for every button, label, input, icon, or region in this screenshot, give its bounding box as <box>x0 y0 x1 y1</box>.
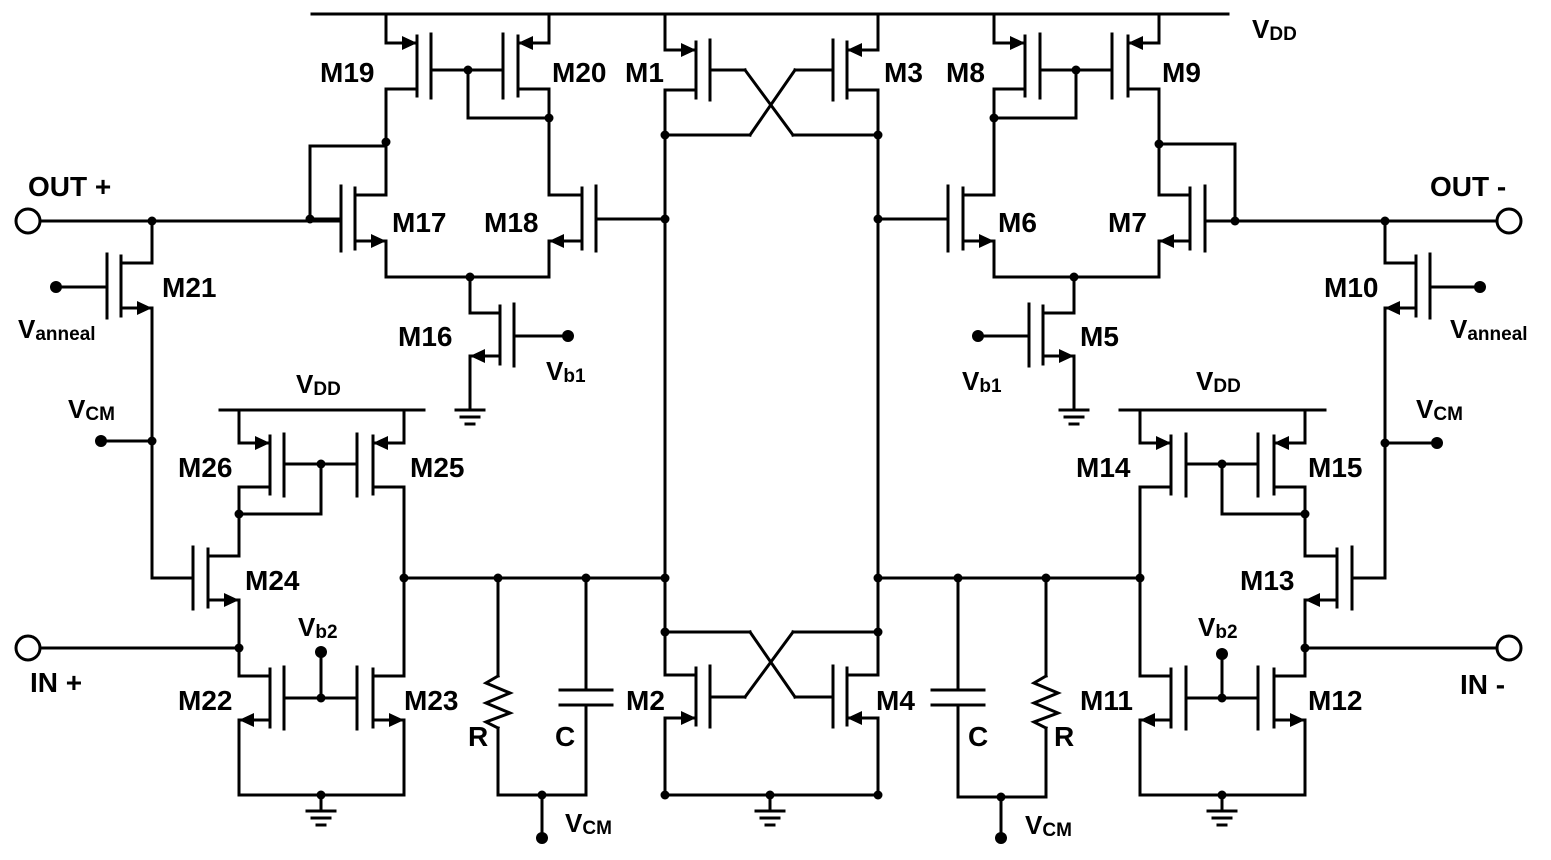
m22-transistor <box>237 665 359 797</box>
left-input-ground <box>237 793 406 827</box>
m15-transistor <box>1256 408 1307 558</box>
m26-label: M26 <box>178 452 232 483</box>
m5-transistor <box>976 275 1161 426</box>
vcm-label-bottom-right: VCM <box>1025 810 1072 841</box>
in-minus-port[interactable] <box>1495 634 1523 662</box>
capacitor-left-label: C <box>555 721 575 752</box>
m20-transistor <box>466 12 551 197</box>
in-plus-label: IN + <box>30 667 82 698</box>
vb1-label-left: Vb1 <box>546 356 586 387</box>
m24-label: M24 <box>245 565 300 596</box>
m4-transistor <box>793 630 880 797</box>
resistor-right <box>1030 576 1063 799</box>
right-input-ground <box>1138 793 1307 827</box>
center-ground <box>663 793 880 827</box>
m2-transistor <box>663 630 747 797</box>
vdd-label-left: VDD <box>296 369 341 400</box>
m13-label: M13 <box>1240 565 1294 596</box>
m20-label: M20 <box>552 57 606 88</box>
m13-transistor <box>1303 545 1387 678</box>
m8-label: M8 <box>946 57 985 88</box>
resistor-right-label: R <box>1054 721 1074 752</box>
m9-label: M9 <box>1162 57 1201 88</box>
bottom-cross-coupling <box>663 629 880 700</box>
m9-transistor <box>1110 12 1161 197</box>
vanneal-label-left: Vanneal <box>18 314 96 345</box>
m4-label: M4 <box>876 685 915 716</box>
m12-label: M12 <box>1308 685 1362 716</box>
in-minus-label: IN - <box>1460 669 1505 700</box>
m3-transistor <box>793 12 880 137</box>
m1-transistor <box>663 12 747 137</box>
m6-label: M6 <box>998 207 1037 238</box>
vb2-label-left: Vb2 <box>298 612 338 643</box>
vb1-label-right: Vb1 <box>962 366 1002 397</box>
m12-transistor <box>1256 665 1307 797</box>
capacitor-right-label: C <box>968 721 988 752</box>
m11-label: M11 <box>1080 685 1133 716</box>
center-nodes <box>663 133 880 634</box>
capacitor-right <box>930 576 986 799</box>
m7-label: M7 <box>1108 207 1147 238</box>
in-plus-port[interactable] <box>14 634 42 662</box>
top-cross-coupling <box>663 67 880 138</box>
m17-transistor <box>308 140 388 279</box>
vb2-label-right: Vb2 <box>1198 612 1238 643</box>
m23-label: M23 <box>404 685 458 716</box>
m21-label: M21 <box>162 272 216 303</box>
out-minus-port[interactable] <box>1495 207 1523 235</box>
m19-transistor <box>384 12 505 144</box>
m18-transistor <box>547 184 667 279</box>
out-plus-port[interactable] <box>14 207 42 235</box>
m7-transistor <box>1157 142 1237 279</box>
m1-label: M1 <box>625 57 664 88</box>
vcm-label-left: VCM <box>68 394 115 425</box>
m18-label: M18 <box>484 207 538 238</box>
m11-transistor <box>1138 665 1260 797</box>
m25-label: M25 <box>410 452 464 483</box>
out-plus-label: OUT + <box>28 171 111 202</box>
m6-transistor <box>876 184 996 279</box>
m16-label: M16 <box>398 321 452 352</box>
vanneal-label-right: Vanneal <box>1450 314 1528 345</box>
vdd-label-right: VDD <box>1196 366 1241 397</box>
resistor-left-label: R <box>468 721 488 752</box>
capacitor-left <box>558 576 614 797</box>
vdd-label-main: VDD <box>1252 14 1297 45</box>
m14-label: M14 <box>1076 452 1131 483</box>
m23-transistor <box>355 665 406 797</box>
m15-label: M15 <box>1308 452 1362 483</box>
resistor-left <box>482 576 515 797</box>
m10-label: M10 <box>1324 272 1378 303</box>
m8-transistor <box>992 12 1114 197</box>
m17-label: M17 <box>392 207 446 238</box>
m26-transistor <box>237 408 359 558</box>
m5-label: M5 <box>1080 321 1119 352</box>
out-minus-label: OUT - <box>1430 171 1506 202</box>
vcm-label-bottom-left: VCM <box>565 808 612 839</box>
m2-label: M2 <box>626 685 665 716</box>
m24-transistor <box>150 545 241 678</box>
m3-label: M3 <box>884 57 923 88</box>
m19-label: M19 <box>320 57 374 88</box>
vcm-label-right: VCM <box>1416 394 1463 425</box>
m22-label: M22 <box>178 685 232 716</box>
